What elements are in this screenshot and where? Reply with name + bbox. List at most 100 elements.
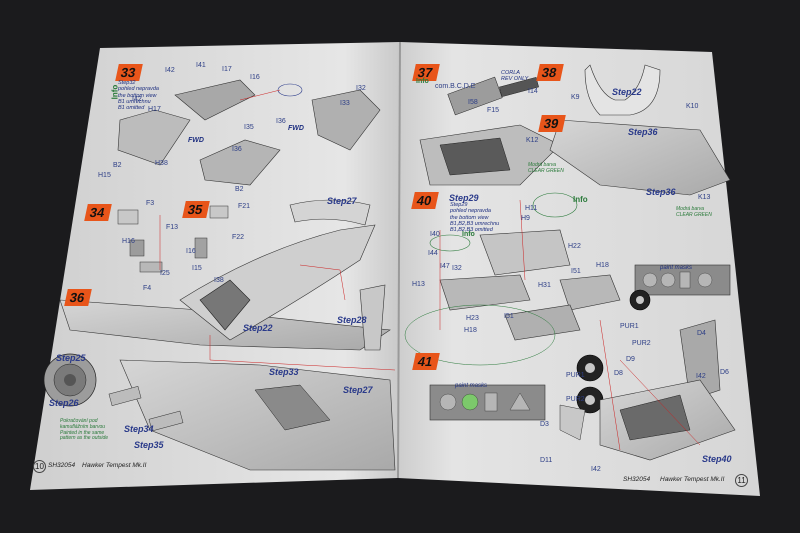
step-ref-36b: Step36: [646, 187, 676, 197]
part-label: H13: [412, 281, 425, 288]
info-label-right-3: Info: [462, 231, 475, 238]
part-label: D3: [540, 421, 549, 428]
part-label: D6: [720, 369, 729, 376]
step-number-33: 33: [115, 64, 144, 81]
info-label-right-2: Info: [573, 195, 588, 204]
step-ref-34: Step34: [124, 424, 154, 434]
step-number-38: 38: [536, 64, 565, 81]
part-label: F13: [166, 224, 179, 231]
footer-title-left: Hawker Tempest Mk.II: [82, 462, 147, 469]
step-ref-22: Step22: [243, 323, 273, 333]
part-label: H11: [525, 205, 538, 212]
step-ref-33: Step33: [269, 367, 299, 377]
step-37-note: CORLA REV ONLY: [501, 70, 529, 83]
part-label: F4: [143, 285, 152, 292]
paint-masks-label-2: paint masks: [455, 383, 488, 389]
part-label: com.B.C.D.E: [435, 83, 476, 90]
step-ref-36a: Step36: [628, 127, 658, 137]
step-number-39: 39: [538, 115, 567, 132]
part-label: H16: [122, 238, 135, 245]
step-number-34: 34: [84, 204, 113, 221]
part-label: I42: [165, 67, 175, 74]
part-label: D4: [697, 330, 706, 337]
part-label: I40: [430, 231, 440, 238]
step-number-35: 35: [182, 201, 211, 218]
info-label-right-1: Info: [416, 78, 429, 85]
part-label: I42: [132, 96, 142, 103]
part-label: I32: [452, 265, 462, 272]
step-40-note: Step29 pohled nepravda the bottom view B…: [450, 202, 500, 234]
part-label: I41: [196, 62, 206, 69]
fwd-label-1: FWD: [188, 137, 204, 144]
part-label: I17: [222, 66, 232, 73]
part-label: D9: [626, 356, 635, 363]
step-ref-28: Step28: [337, 315, 367, 325]
part-label: D11: [540, 457, 553, 464]
part-label: I16: [250, 74, 260, 81]
part-label: F3: [146, 200, 155, 207]
step-ref-40: Step40: [702, 454, 732, 464]
step-number-36: 36: [64, 289, 93, 306]
step-ref-35: Step35: [134, 440, 164, 450]
part-label: K10: [686, 103, 699, 110]
green-note-step-36: Modrá barva CLEAR GREEN: [676, 206, 712, 218]
part-label: PUR2: [632, 340, 651, 347]
part-label: PUR2: [566, 396, 585, 403]
step-number-41: 41: [412, 353, 441, 370]
part-label: I36: [232, 146, 242, 153]
part-label: I16: [186, 248, 196, 255]
part-label: I38: [214, 277, 224, 284]
part-label: F21: [238, 203, 251, 210]
step-ref-22-right: Step22: [612, 87, 642, 97]
part-label: I51: [571, 268, 581, 275]
step-ref-27b: Step27: [343, 385, 373, 395]
paint-masks-label-1: paint masks: [660, 265, 693, 271]
part-label: H17: [148, 106, 161, 113]
part-label: I44: [428, 250, 438, 257]
part-label: PUR1: [566, 372, 585, 379]
part-label: K13: [698, 194, 711, 201]
part-label: D8: [614, 370, 623, 377]
part-label: I58: [468, 99, 478, 106]
part-label: K12: [526, 137, 539, 144]
part-label: F15: [487, 107, 500, 114]
part-label: I14: [528, 88, 538, 95]
part-label: I36: [276, 118, 286, 125]
part-label: I33: [340, 100, 350, 107]
page-number-left: 10: [33, 460, 46, 473]
part-label: I25: [160, 270, 170, 277]
part-label: I47: [440, 263, 450, 270]
part-label: H18: [596, 262, 609, 269]
step-ref-27a: Step27: [327, 196, 357, 206]
step-ref-25: Step25: [56, 353, 86, 363]
step-ref-29: Step29: [449, 193, 479, 203]
part-label: H9: [521, 215, 530, 222]
footer-code-left: SH32054: [48, 462, 76, 469]
part-label: I35: [244, 124, 254, 131]
part-label: H22: [568, 243, 581, 250]
green-note-step-39: Modrá barva CLEAR GREEN: [528, 162, 564, 174]
part-label: I51: [504, 313, 514, 320]
part-label: B2: [113, 162, 122, 169]
part-label: I42: [591, 466, 601, 473]
part-label: F22: [232, 234, 245, 241]
green-paint-note: Pokračování pod kamuflážním barvou Paint…: [60, 418, 109, 442]
part-label: H38: [155, 160, 168, 167]
part-label: H31: [538, 282, 551, 289]
part-label: I42: [696, 373, 706, 380]
part-label: H15: [98, 172, 111, 179]
part-label: B2: [235, 186, 244, 193]
part-label: PUR1: [620, 323, 639, 330]
part-label: H18: [464, 327, 477, 334]
step-33-note: Step32 pohled nepravda the bottom view B…: [118, 80, 159, 112]
step-number-40: 40: [411, 192, 440, 209]
part-label: I15: [192, 265, 202, 272]
page-number-right: 11: [735, 474, 748, 487]
step-ref-26: Step26: [49, 398, 79, 408]
part-label: H23: [466, 315, 479, 322]
part-label: I32: [356, 85, 366, 92]
footer-title-right: Hawker Tempest Mk.II: [660, 476, 725, 483]
part-label: K9: [571, 94, 580, 101]
